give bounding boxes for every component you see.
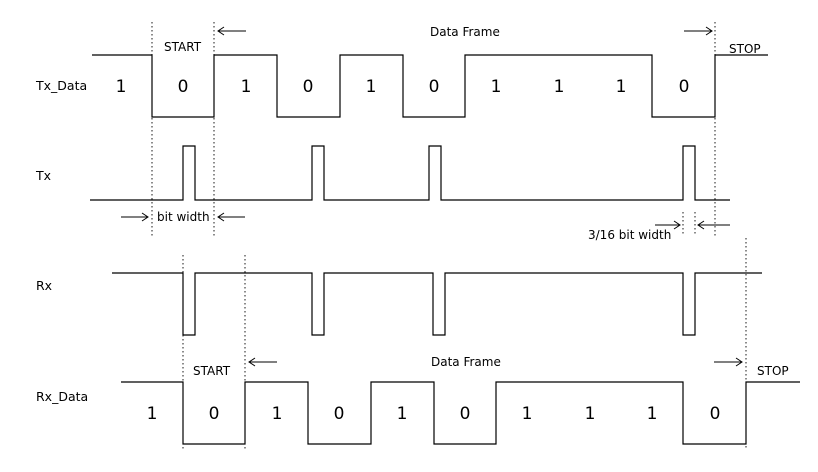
tx-data-frame-end-arrow <box>684 26 713 36</box>
tx-data-bit: 1 <box>116 77 127 97</box>
tx-data-waveform <box>92 54 768 118</box>
rx-data-bit: 0 <box>209 404 220 424</box>
signal-label-tx-data: Tx_Data <box>35 78 87 93</box>
tx-data-bit: 0 <box>178 77 189 97</box>
rx-data-frame-start-arrow <box>248 357 277 367</box>
bit-width-right-arrow <box>217 212 245 222</box>
rx-data-bit: 0 <box>334 404 345 424</box>
tx-data-bit: 1 <box>241 77 252 97</box>
sixteenth-right-arrow <box>697 220 730 230</box>
rx-data-bit: 1 <box>585 404 596 424</box>
rx-data-bit: 0 <box>710 404 721 424</box>
rx-data-bit: 0 <box>460 404 471 424</box>
tx-data-bit: 1 <box>366 77 377 97</box>
tx-data-bit: 0 <box>429 77 440 97</box>
tx-start-label: START <box>164 40 202 54</box>
tx-waveform <box>90 145 730 201</box>
rx-stop-label: STOP <box>757 364 789 378</box>
rx-data-bit: 1 <box>147 404 158 424</box>
tx-data-bit: 0 <box>303 77 314 97</box>
bit-width-left-arrow <box>121 212 149 222</box>
tx-stop-label: STOP <box>729 42 761 56</box>
signal-label-rx-data: Rx_Data <box>36 389 88 404</box>
rx-data-bit: 1 <box>647 404 658 424</box>
bit-width-label: bit width <box>157 210 210 224</box>
rx-data-frame-end-arrow <box>714 357 743 367</box>
rx-data-bit: 1 <box>272 404 283 424</box>
sixteenth-left-arrow <box>655 220 681 230</box>
signal-label-rx: Rx <box>36 278 52 293</box>
tx-data-bit: 1 <box>554 77 565 97</box>
tx-data-frame-label: Data Frame <box>430 25 500 39</box>
tx-data-frame-start-arrow <box>217 26 246 36</box>
rx-data-bit: 1 <box>522 404 533 424</box>
tx-data-bit: 0 <box>679 77 690 97</box>
rx-start-label: START <box>193 364 231 378</box>
signal-label-tx: Tx <box>35 168 51 183</box>
rx-data-waveform <box>121 381 800 445</box>
sixteenth-bit-width-label: 3/16 bit width <box>588 228 671 242</box>
tx-data-bit: 1 <box>616 77 627 97</box>
tx-data-bit: 1 <box>491 77 502 97</box>
rx-data-bit: 1 <box>397 404 408 424</box>
rx-data-frame-label: Data Frame <box>431 355 501 369</box>
rx-waveform <box>112 272 762 336</box>
